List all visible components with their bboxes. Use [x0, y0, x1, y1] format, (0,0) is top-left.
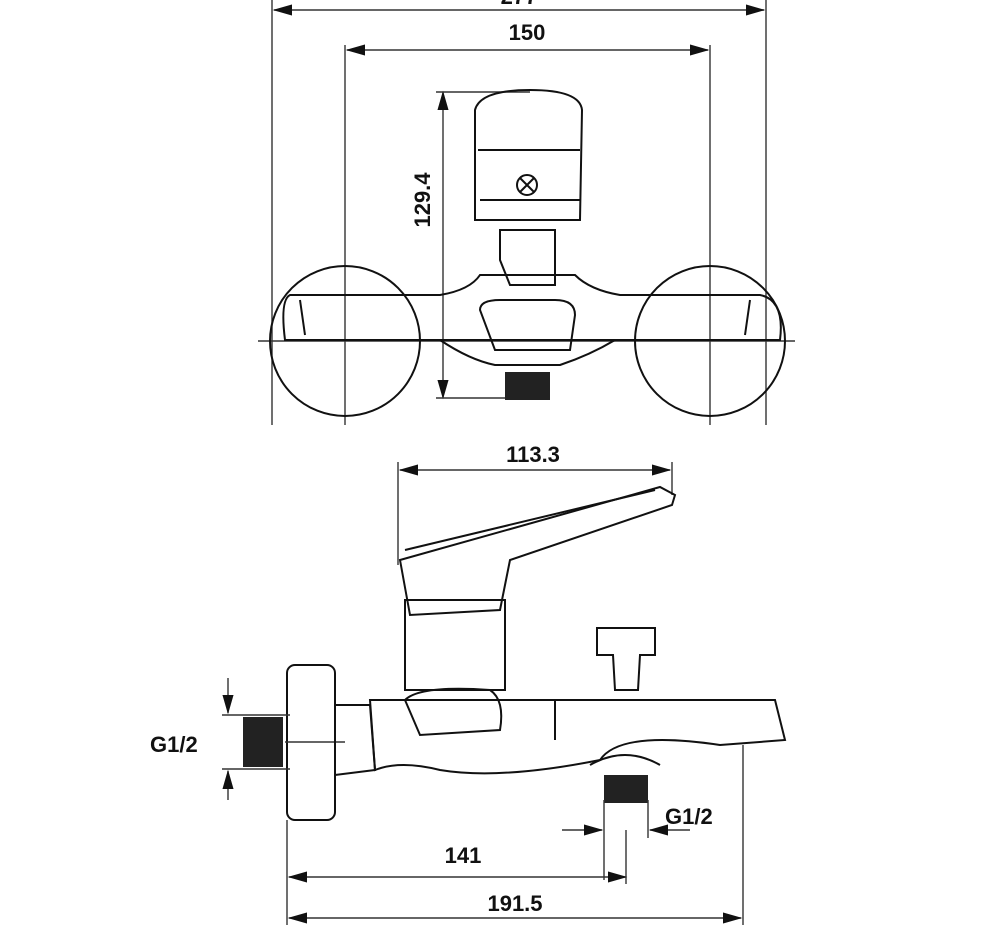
dim-handle-length: 113.3	[506, 442, 560, 467]
dim-outlet-distance: 141	[445, 843, 482, 868]
dim-inlet-thread: G1/2	[150, 732, 198, 757]
dim-centres-width: 150	[509, 20, 546, 45]
front-view: 277 150 129.4	[258, 0, 795, 425]
dim-overall-depth: 191.5	[487, 891, 542, 916]
inlet-thread-icon	[243, 717, 283, 767]
side-view: 113.3 G1/2 G1/2	[150, 442, 787, 925]
thread-icon	[505, 372, 550, 400]
dim-overall-width: 277	[501, 0, 538, 9]
dim-outlet-thread: G1/2	[665, 804, 713, 829]
outlet-thread-icon	[604, 775, 648, 803]
dim-height: 129.4	[410, 172, 435, 228]
